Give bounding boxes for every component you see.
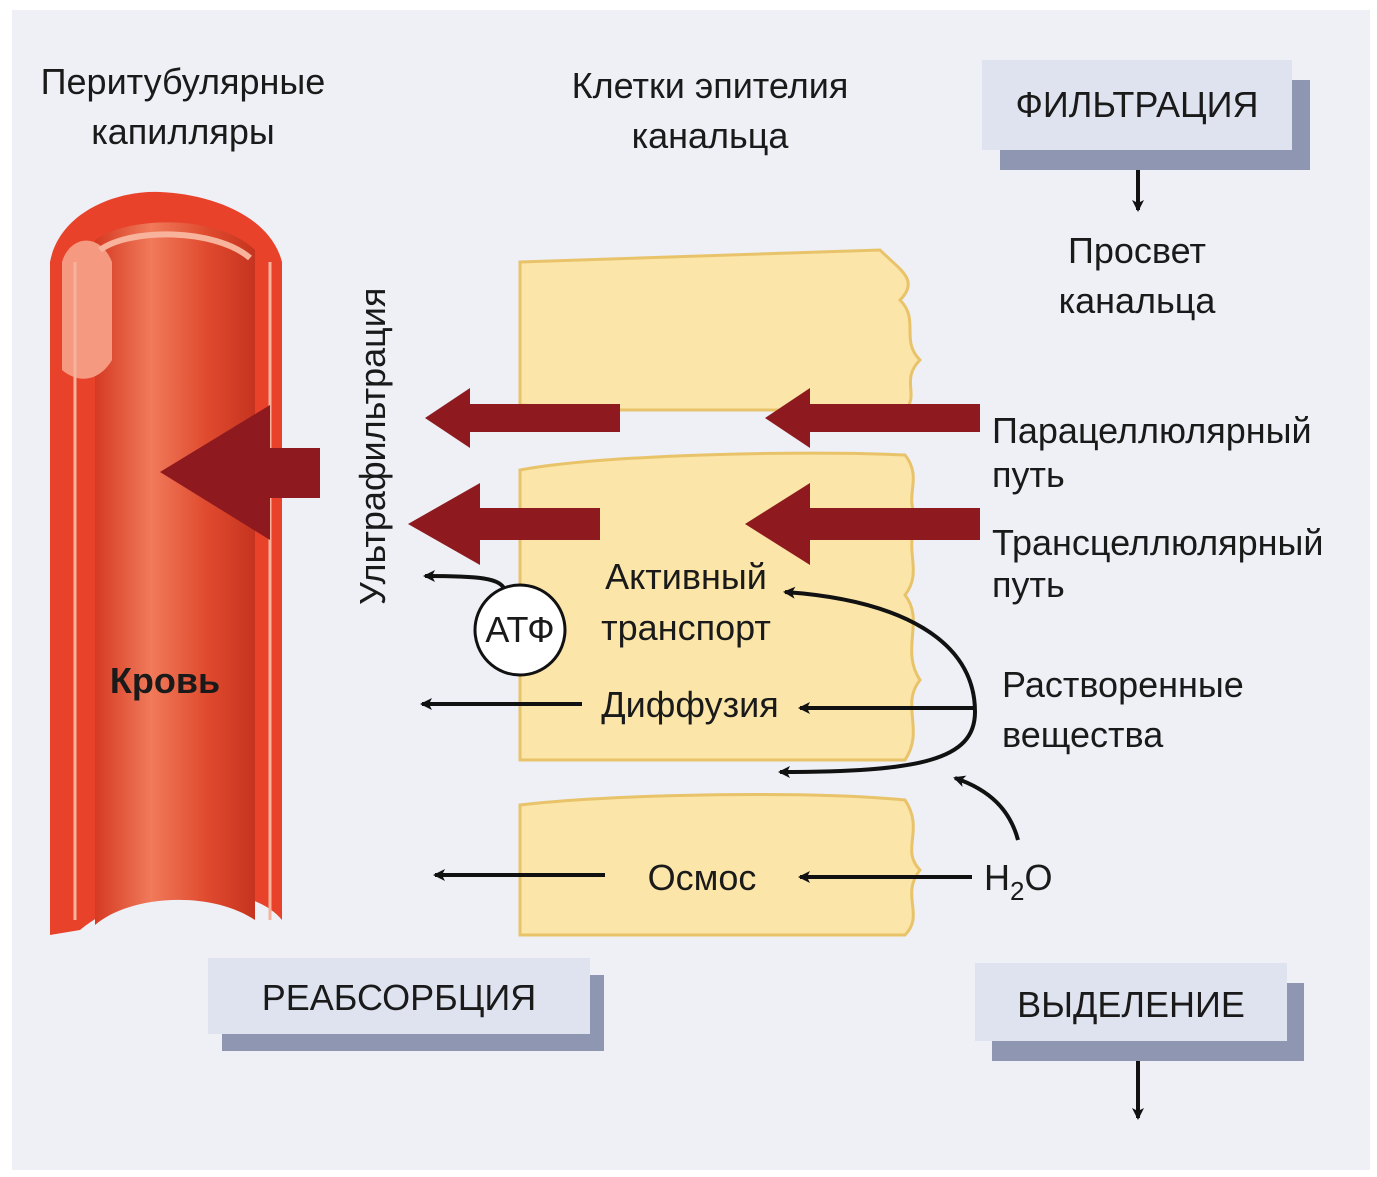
ultrafiltration-label: Ультрафильтрация [352, 288, 393, 605]
epithelium-label-line2: канальца [632, 115, 790, 156]
paracellular-label-line1: Парацеллюлярный [992, 410, 1312, 451]
active-transport-label-line1: Активный [605, 556, 767, 597]
capillaries-label-line2: капилляры [91, 111, 275, 152]
solutes-label-line2: вещества [1002, 714, 1164, 755]
capillary-vessel [50, 192, 282, 935]
capillaries-label-line1: Перитубулярные [41, 61, 326, 102]
blood-label: Кровь [110, 660, 220, 701]
atp-label: АТФ [485, 609, 554, 650]
transcellular-label-line1: Трансцеллюлярный [992, 522, 1324, 563]
paracellular-label-line2: путь [992, 454, 1065, 495]
svg-text:ФИЛЬТРАЦИЯ: ФИЛЬТРАЦИЯ [1016, 84, 1259, 125]
svg-text:ВЫДЕЛЕНИЕ: ВЫДЕЛЕНИЕ [1017, 984, 1245, 1025]
lumen-label-line1: Просвет [1068, 230, 1206, 271]
filtration-box: ФИЛЬТРАЦИЯ [982, 60, 1310, 170]
epithelium-label-line1: Клетки эпителия [572, 65, 849, 106]
svg-text:РЕАБСОРБЦИЯ: РЕАБСОРБЦИЯ [262, 977, 537, 1018]
active-transport-label-line2: транспорт [601, 607, 771, 648]
lumen-label-line2: канальца [1059, 280, 1217, 321]
osmosis-label: Осмос [648, 857, 757, 898]
reabsorption-box: РЕАБСОРБЦИЯ [208, 958, 604, 1051]
epithelial-cell-top [520, 250, 920, 410]
diffusion-label: Диффузия [601, 684, 778, 725]
transcellular-label-line2: путь [992, 564, 1065, 605]
excretion-box: ВЫДЕЛЕНИЕ [975, 963, 1304, 1061]
solutes-label-line1: Растворенные [1002, 664, 1244, 705]
